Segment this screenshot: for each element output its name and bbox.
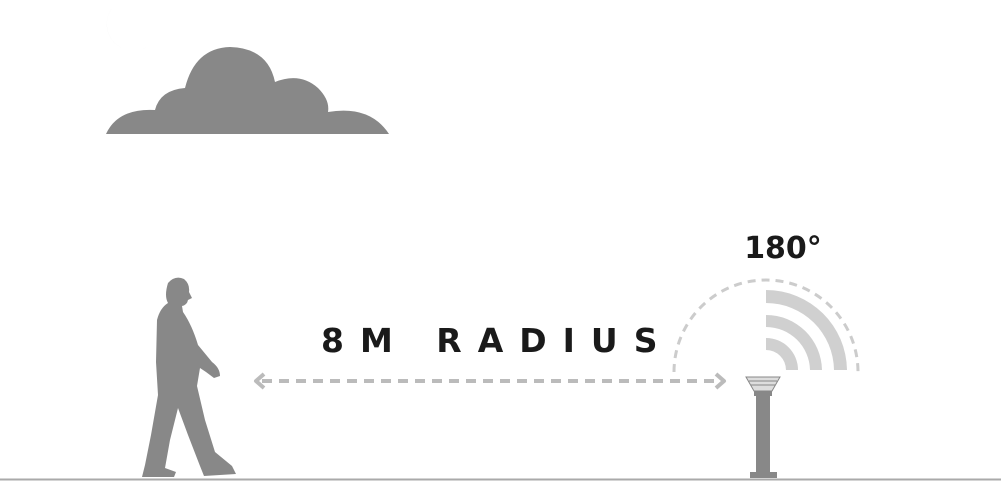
- moon-icon: [106, 3, 150, 51]
- signal-waves-icon: [766, 289, 847, 370]
- detection-arc: [672, 278, 860, 373]
- radius-label: 8M RADIUS: [321, 321, 673, 360]
- arrow-right-chevron: [714, 372, 726, 390]
- person-silhouette: [142, 277, 236, 477]
- radius-arrow: [254, 372, 726, 390]
- angle-label: 180°: [744, 231, 822, 266]
- sensor-pole: [745, 376, 781, 478]
- arrow-left-chevron: [254, 372, 266, 390]
- cloud-icon: [106, 47, 389, 134]
